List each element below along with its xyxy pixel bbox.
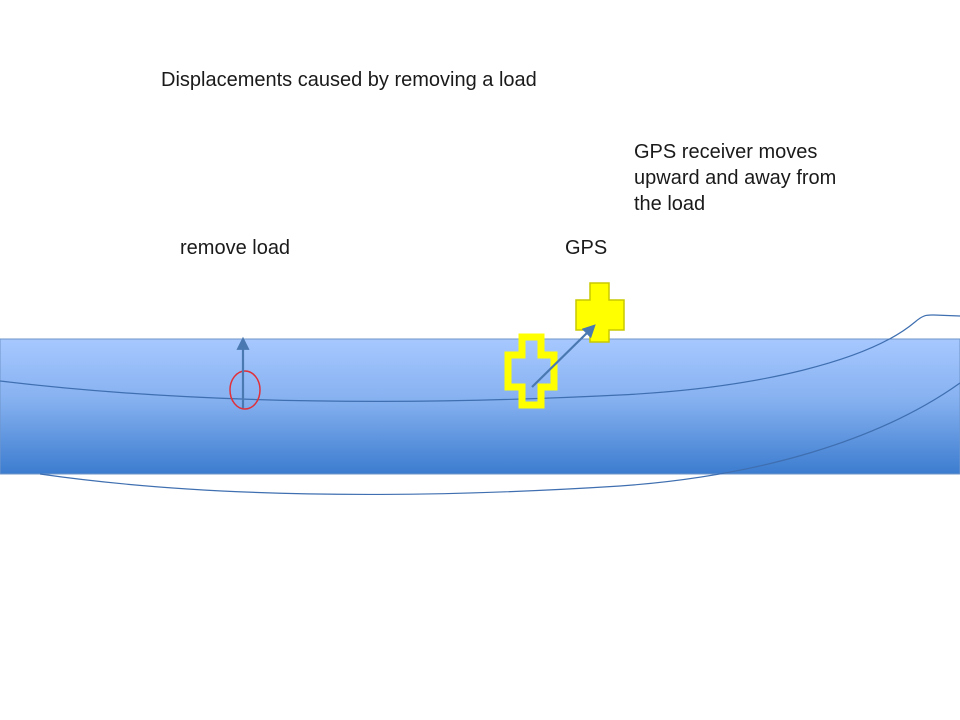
gps-displacement-arrow bbox=[531, 324, 596, 388]
removed-load-circle bbox=[229, 370, 261, 410]
gps-movement-note: GPS receiver moves upward and away from … bbox=[634, 139, 934, 217]
gps-marker-filled-icon bbox=[575, 282, 625, 343]
remove-load-label: remove load bbox=[180, 237, 291, 259]
gps-note-line-1: GPS receiver moves bbox=[634, 141, 818, 163]
gps-note-line-2: upward and away from bbox=[634, 167, 837, 189]
displaced-base-curve bbox=[39, 382, 960, 496]
displaced-surface-curve bbox=[0, 314, 960, 402]
gps-marker-outline-icon bbox=[504, 333, 558, 409]
gps-note-line-3: the load bbox=[634, 193, 706, 215]
earth-layer bbox=[0, 338, 960, 475]
diagram-title: Displacements caused by removing a load bbox=[161, 69, 537, 91]
gps-label: GPS bbox=[565, 237, 608, 259]
